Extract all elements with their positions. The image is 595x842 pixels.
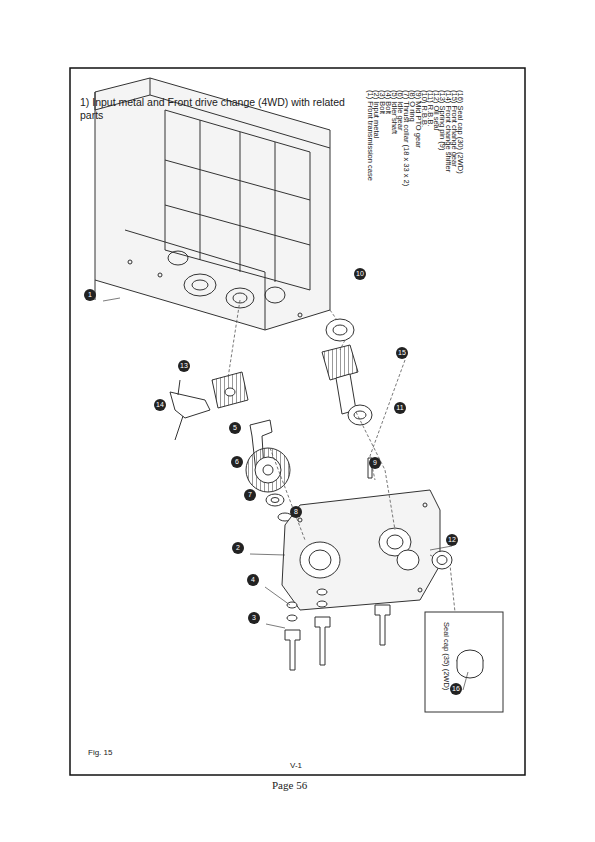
callout-number: 7 bbox=[244, 489, 256, 501]
assembly-lines bbox=[228, 300, 455, 612]
page-number: Page 56 bbox=[272, 779, 307, 791]
callout-number: 6 bbox=[231, 456, 243, 468]
inset-caption: Seal cap (35) (2WD) bbox=[442, 622, 450, 690]
callout-number: 3 bbox=[248, 612, 260, 624]
callout-number: 4 bbox=[247, 574, 259, 586]
callout-number: 14 bbox=[154, 399, 166, 411]
callout-number: 8 bbox=[290, 506, 302, 518]
callout-number: 9 bbox=[369, 457, 381, 469]
callout-number: 2 bbox=[232, 542, 244, 554]
figure-number: Fig. 15 bbox=[88, 748, 112, 757]
callout-number: 11 bbox=[394, 402, 406, 414]
callout-number: 16 bbox=[450, 683, 462, 695]
gears-and-shafts bbox=[170, 319, 372, 521]
callout-number: 13 bbox=[178, 360, 190, 372]
inset-box bbox=[425, 551, 503, 712]
callout-number: 10 bbox=[354, 268, 366, 280]
figure-title: 1) Input metal and Front drive change (4… bbox=[80, 96, 350, 122]
callout-number: 12 bbox=[446, 534, 458, 546]
input-metal-cover bbox=[282, 490, 440, 610]
callout-number: 1 bbox=[84, 289, 96, 301]
parts-list-entry: (16) Seal cap (30) (2WD) bbox=[456, 90, 464, 174]
leader-lines bbox=[103, 298, 468, 690]
page-frame bbox=[70, 68, 525, 775]
callout-number: 5 bbox=[229, 422, 241, 434]
section-page-number: V-1 bbox=[290, 761, 302, 770]
bolts bbox=[285, 589, 390, 670]
transmission-case bbox=[95, 78, 330, 330]
callout-number: 15 bbox=[396, 347, 408, 359]
